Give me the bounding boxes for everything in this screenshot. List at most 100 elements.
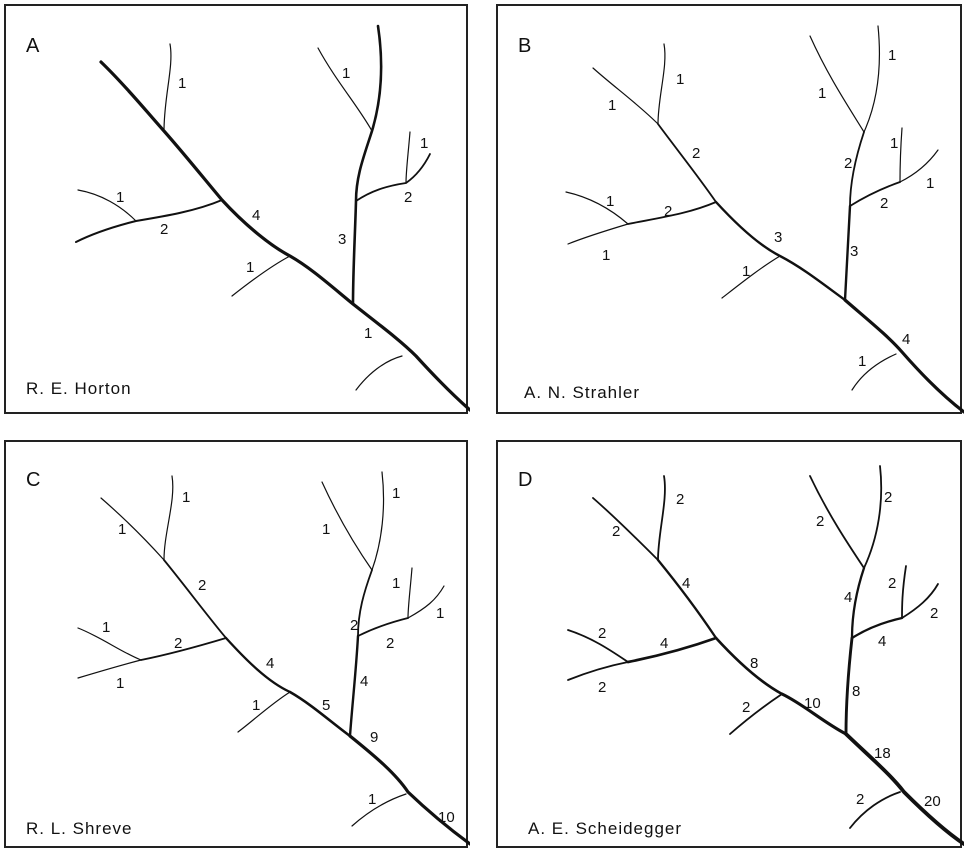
stream-trunk: [592, 497, 659, 561]
order-label: 4: [844, 589, 852, 606]
order-label: 1: [102, 619, 110, 636]
order-label: 8: [852, 683, 860, 700]
order-label: 4: [252, 207, 260, 224]
order-label: 4: [660, 635, 668, 652]
order-label: 1: [606, 193, 614, 210]
stream-tributary: [140, 637, 227, 661]
stream-tributary: [348, 634, 360, 738]
stream-trunk: [780, 692, 848, 736]
stream-tributary: [721, 255, 781, 299]
stream-tributary: [357, 569, 373, 637]
order-label: 2: [350, 617, 358, 634]
stream-tributary: [567, 223, 629, 245]
stream-tributary: [899, 149, 939, 183]
order-label: 2: [598, 625, 606, 642]
order-label: 2: [386, 635, 394, 652]
order-label: 1: [322, 521, 330, 538]
stream-tributary: [849, 181, 901, 207]
stream-tributary: [863, 25, 881, 133]
panel-letter: A: [26, 35, 40, 57]
stream-network-diagram: A 1 1 1 1 1 1 2 4 3 2 R. E. Horton: [26, 24, 470, 412]
order-label: 1: [364, 325, 372, 342]
stream-trunk: [843, 298, 964, 414]
order-label: 2: [160, 221, 168, 238]
order-label: 2: [676, 491, 684, 508]
stream-tributary: [355, 355, 403, 391]
stream-network-diagram: B 1 1 1 1 1 1 1 1 2 2 2 3 3 2 1 1 4 A. N…: [518, 25, 964, 414]
panel-letter: C: [26, 469, 40, 491]
stream-tributary: [657, 43, 666, 125]
order-label: 1: [608, 97, 616, 114]
stream-tributary: [849, 131, 865, 207]
order-label: 2: [856, 791, 864, 808]
author-label: R. L. Shreve: [26, 819, 133, 838]
order-label: 2: [888, 575, 896, 592]
order-label: 4: [360, 673, 368, 690]
order-label: 4: [682, 575, 690, 592]
order-label: 2: [174, 635, 182, 652]
stream-tributary: [405, 131, 411, 184]
stream-trunk: [657, 123, 717, 203]
stream-trunk: [163, 559, 227, 639]
stream-network-diagram: C 1 1 1 1 1 1 1 1 2 2 2 4 5 4 9 2 1 1: [26, 469, 470, 846]
stream-tributary: [351, 24, 383, 306]
stream-tributary: [567, 629, 629, 663]
stream-tributary: [626, 636, 718, 664]
stream-tributary: [627, 201, 717, 225]
order-label: 3: [338, 231, 346, 248]
order-label: 1: [888, 47, 896, 64]
order-label: 1: [436, 605, 444, 622]
panel-letter: B: [518, 35, 531, 57]
stream-tributary: [567, 661, 629, 681]
order-label: 1: [252, 697, 260, 714]
author-label: A. E. Scheidegger: [528, 819, 682, 838]
stream-tributary: [357, 617, 409, 637]
stream-tributary: [729, 693, 783, 735]
stream-tributary: [899, 127, 903, 183]
stream-tributary: [851, 353, 897, 391]
stream-tributary: [355, 153, 431, 202]
order-label: 20: [924, 793, 941, 810]
stream-tributary: [77, 189, 137, 222]
order-label: 1: [926, 175, 934, 192]
order-label: 1: [742, 263, 750, 280]
order-label: 1: [392, 485, 400, 502]
panel-shreve: C 1 1 1 1 1 1 1 1 2 2 2 4 5 4 9 2 1 1: [4, 440, 470, 848]
stream-tributary: [371, 471, 385, 571]
author-label: R. E. Horton: [26, 379, 132, 398]
stream-tributary: [901, 565, 907, 619]
stream-tributary: [237, 691, 291, 733]
order-label: 1: [116, 675, 124, 692]
order-label: 2: [198, 577, 206, 594]
stream-tributary: [75, 199, 223, 243]
stream-tributary: [163, 43, 172, 132]
stream-tributary: [77, 659, 142, 679]
stream-tributary: [407, 585, 445, 619]
order-label: 18: [874, 745, 891, 762]
stream-tributary: [317, 47, 373, 132]
order-label: 1: [178, 75, 186, 92]
stream-tributary: [407, 567, 413, 619]
stream-tributary: [901, 583, 939, 619]
order-label: 2: [664, 203, 672, 220]
order-label: 1: [342, 65, 350, 82]
panel-strahler: B 1 1 1 1 1 1 1 1 2 2 2 3 3 2 1 1 4 A. N…: [496, 4, 964, 414]
stream-tributary: [850, 616, 904, 640]
stream-tributary: [849, 791, 901, 829]
order-label: 3: [850, 243, 858, 260]
panel-letter: D: [518, 469, 532, 491]
order-label: 1: [890, 135, 898, 152]
order-label: 2: [692, 145, 700, 162]
stream-tributary: [809, 35, 865, 133]
order-label: 1: [602, 247, 610, 264]
stream-trunk: [348, 734, 470, 846]
order-label: 2: [930, 605, 938, 622]
stream-tributary: [163, 475, 174, 561]
stream-network-diagram: D 2 2 2 2 2 2 2 2 4 4 4 8 10 8 18 4 2: [518, 465, 964, 846]
author-label: A. N. Strahler: [524, 383, 640, 402]
stream-tributary: [809, 475, 865, 569]
order-label: 4: [878, 633, 886, 650]
order-label: 1: [182, 489, 190, 506]
order-label: 3: [774, 229, 782, 246]
order-label: 1: [818, 85, 826, 102]
